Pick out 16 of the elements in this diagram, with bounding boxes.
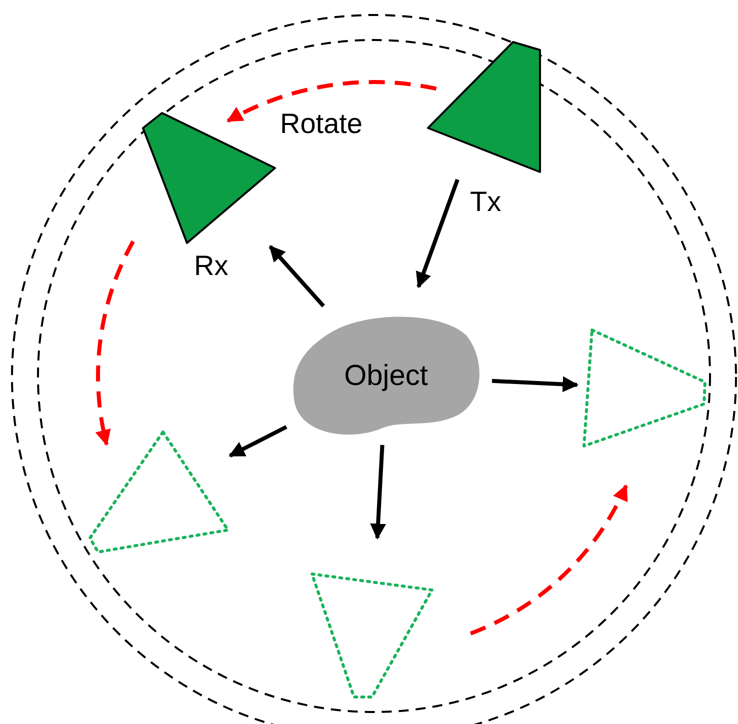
- node-label: Object: [344, 362, 428, 390]
- antenna-label: Rx: [194, 252, 228, 280]
- signal-arrow: [268, 245, 325, 308]
- signal-arrow: [370, 444, 386, 540]
- rotation-arrow: [470, 484, 628, 636]
- signal-arrow: [492, 376, 579, 392]
- rotation-arrow: [96, 240, 135, 446]
- signal-arrow: [228, 425, 288, 458]
- antenna-position-outline: [88, 430, 230, 554]
- antenna-position-outline: [310, 572, 434, 700]
- antenna-position-outline: [581, 328, 708, 448]
- antenna-triangle: [141, 111, 277, 245]
- antenna-triangle: [426, 40, 542, 174]
- signal-arrow: [416, 178, 460, 288]
- antenna-label: Tx: [470, 188, 502, 216]
- rotation-arrow: [226, 80, 437, 123]
